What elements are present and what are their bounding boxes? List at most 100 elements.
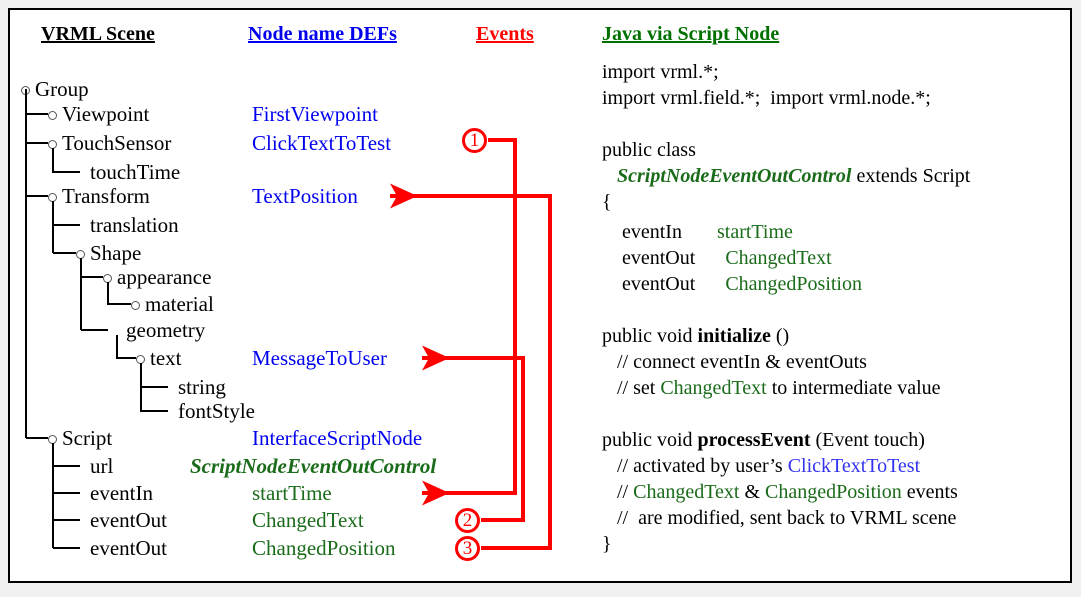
tree-row: geometry	[10, 316, 610, 345]
node-def-name: ChangedPosition	[252, 536, 396, 560]
java-code-token: initialize	[697, 325, 771, 347]
tree-node-label: TouchSensor	[62, 131, 172, 155]
column-header-vrml-scene: VRML Scene	[41, 23, 155, 45]
java-code-token: ChangedText	[725, 247, 832, 269]
java-code-line: // are modified, sent back to VRML scene	[602, 505, 956, 531]
java-code-token: import vrml.field.*; import vrml.node.*;	[602, 87, 931, 109]
java-code-line: {	[602, 189, 612, 215]
java-code-token	[602, 165, 617, 187]
tree-node-label: touchTime	[90, 160, 181, 184]
event-arrow-2	[422, 345, 525, 522]
java-code-token: // are modified, sent back to VRML scene	[602, 507, 957, 529]
event-connector-lines	[390, 138, 552, 550]
tree-row: translation	[10, 211, 610, 240]
java-code-token: public void	[602, 325, 698, 347]
tree-node-label: Script	[62, 426, 113, 450]
java-code-token: import vrml.*;	[602, 61, 719, 83]
tree-row: appearance	[10, 263, 610, 292]
java-code-line: // set ChangedText to intermediate value	[602, 375, 941, 401]
tree-node-label: material	[145, 292, 214, 316]
java-code-line: // activated by user’s ClickTextToTest	[602, 453, 920, 479]
tree-row: eventIn startTime	[10, 479, 610, 508]
java-code-token: startTime	[716, 221, 793, 243]
tree-node-label: url	[90, 454, 114, 478]
tree-node-label: eventOut	[90, 508, 167, 532]
node-circle-icon	[131, 301, 140, 310]
java-code-token: extends Script	[851, 165, 971, 187]
java-code-token: events	[901, 481, 958, 503]
column-header-java-via-script-node: Java via Script Node	[602, 23, 780, 45]
java-code-token: //	[602, 481, 634, 503]
diagram-frame: VRML Scene Node name DEFs Events Java vi…	[8, 8, 1072, 583]
java-code-token: eventIn	[602, 221, 717, 243]
java-code-line: import vrml.*;	[602, 59, 719, 85]
tree-connector-lines	[25, 89, 168, 549]
tree-node-label: Shape	[90, 241, 142, 265]
java-code-line: }	[602, 531, 612, 557]
java-code-token: public void	[602, 429, 698, 451]
tree-row: TouchSensor ClickTextToTest	[10, 129, 610, 158]
tree-row: eventOut ChangedPosition	[10, 534, 610, 563]
tree-row: url ScriptNodeEventOutControl	[10, 452, 610, 481]
java-code-token: // connect eventIn & eventOuts	[602, 351, 867, 373]
java-code-token: public class	[602, 139, 696, 161]
java-code-token: to intermediate value	[766, 377, 941, 399]
java-code-line: public class	[602, 137, 696, 163]
tree-row: text MessageToUser	[10, 344, 610, 373]
java-code-line: eventIn startTime	[602, 219, 793, 245]
java-code-token: &	[739, 481, 766, 503]
java-code-token: // set	[602, 377, 661, 399]
java-code-token: ScriptNodeEventOutControl	[617, 165, 852, 187]
tree-node-label: fontStyle	[178, 399, 255, 423]
java-code-token: }	[602, 533, 612, 555]
java-code-line: public void initialize ()	[602, 323, 789, 349]
diagram-canvas: VRML Scene Node name DEFs Events Java vi…	[10, 10, 1070, 581]
tree-node-label: eventIn	[90, 481, 153, 505]
event-marker-2[interactable]: 2	[455, 508, 480, 533]
tree-node-label: geometry	[126, 318, 206, 342]
tree-row: fontStyle	[10, 397, 610, 426]
tree-node-label: Viewpoint	[62, 102, 150, 126]
node-def-name: TextPosition	[252, 184, 358, 208]
tree-row: string	[10, 373, 610, 402]
column-header-events: Events	[476, 23, 534, 45]
tree-node-label: Group	[35, 77, 89, 101]
java-code-token: ChangedPosition	[765, 481, 902, 503]
event-marker-1[interactable]: 1	[462, 128, 487, 153]
java-code-line: // ChangedText & ChangedPosition events	[602, 479, 958, 505]
node-def-name: startTime	[252, 481, 332, 505]
java-code-line: // connect eventIn & eventOuts	[602, 349, 867, 375]
tree-row: Shape	[10, 239, 610, 268]
event-marker-3[interactable]: 3	[455, 536, 480, 561]
java-code-line: ScriptNodeEventOutControl extends Script	[602, 163, 970, 189]
java-code-line: public void processEvent (Event touch)	[602, 427, 925, 453]
java-code-line: import vrml.field.*; import vrml.node.*;	[602, 85, 931, 111]
tree-node-label: translation	[90, 213, 179, 237]
java-code-token: ()	[770, 325, 790, 347]
tree-row: touchTime	[10, 158, 610, 187]
node-def-name: InterfaceScriptNode	[252, 426, 423, 450]
tree-node-label: eventOut	[90, 536, 167, 560]
column-header-node-name-defs: Node name DEFs	[248, 23, 397, 45]
event-arrow-1	[422, 138, 517, 506]
java-code-token: processEvent	[697, 429, 811, 451]
node-def-name: ScriptNodeEventOutControl	[190, 454, 437, 478]
java-code-token: (Event touch)	[810, 429, 925, 451]
java-code-line: eventOut ChangedPosition	[602, 271, 862, 297]
java-code-token: eventOut	[602, 273, 726, 295]
tree-node-label: appearance	[117, 265, 212, 289]
node-def-name: MessageToUser	[252, 346, 387, 370]
tree-node-label: text	[150, 346, 182, 370]
java-code-token: ChangedText	[633, 481, 740, 503]
node-def-name: ClickTextToTest	[252, 131, 392, 155]
java-code-line: eventOut ChangedText	[602, 245, 832, 271]
tree-node-label: Transform	[62, 184, 150, 208]
tree-row: material	[10, 290, 610, 319]
java-code-token: {	[602, 191, 612, 213]
tree-node-label: string	[178, 375, 226, 399]
tree-row: Script InterfaceScriptNode	[10, 424, 610, 453]
node-circle-icon	[48, 111, 57, 120]
java-code-token: ClickTextToTest	[787, 455, 921, 477]
